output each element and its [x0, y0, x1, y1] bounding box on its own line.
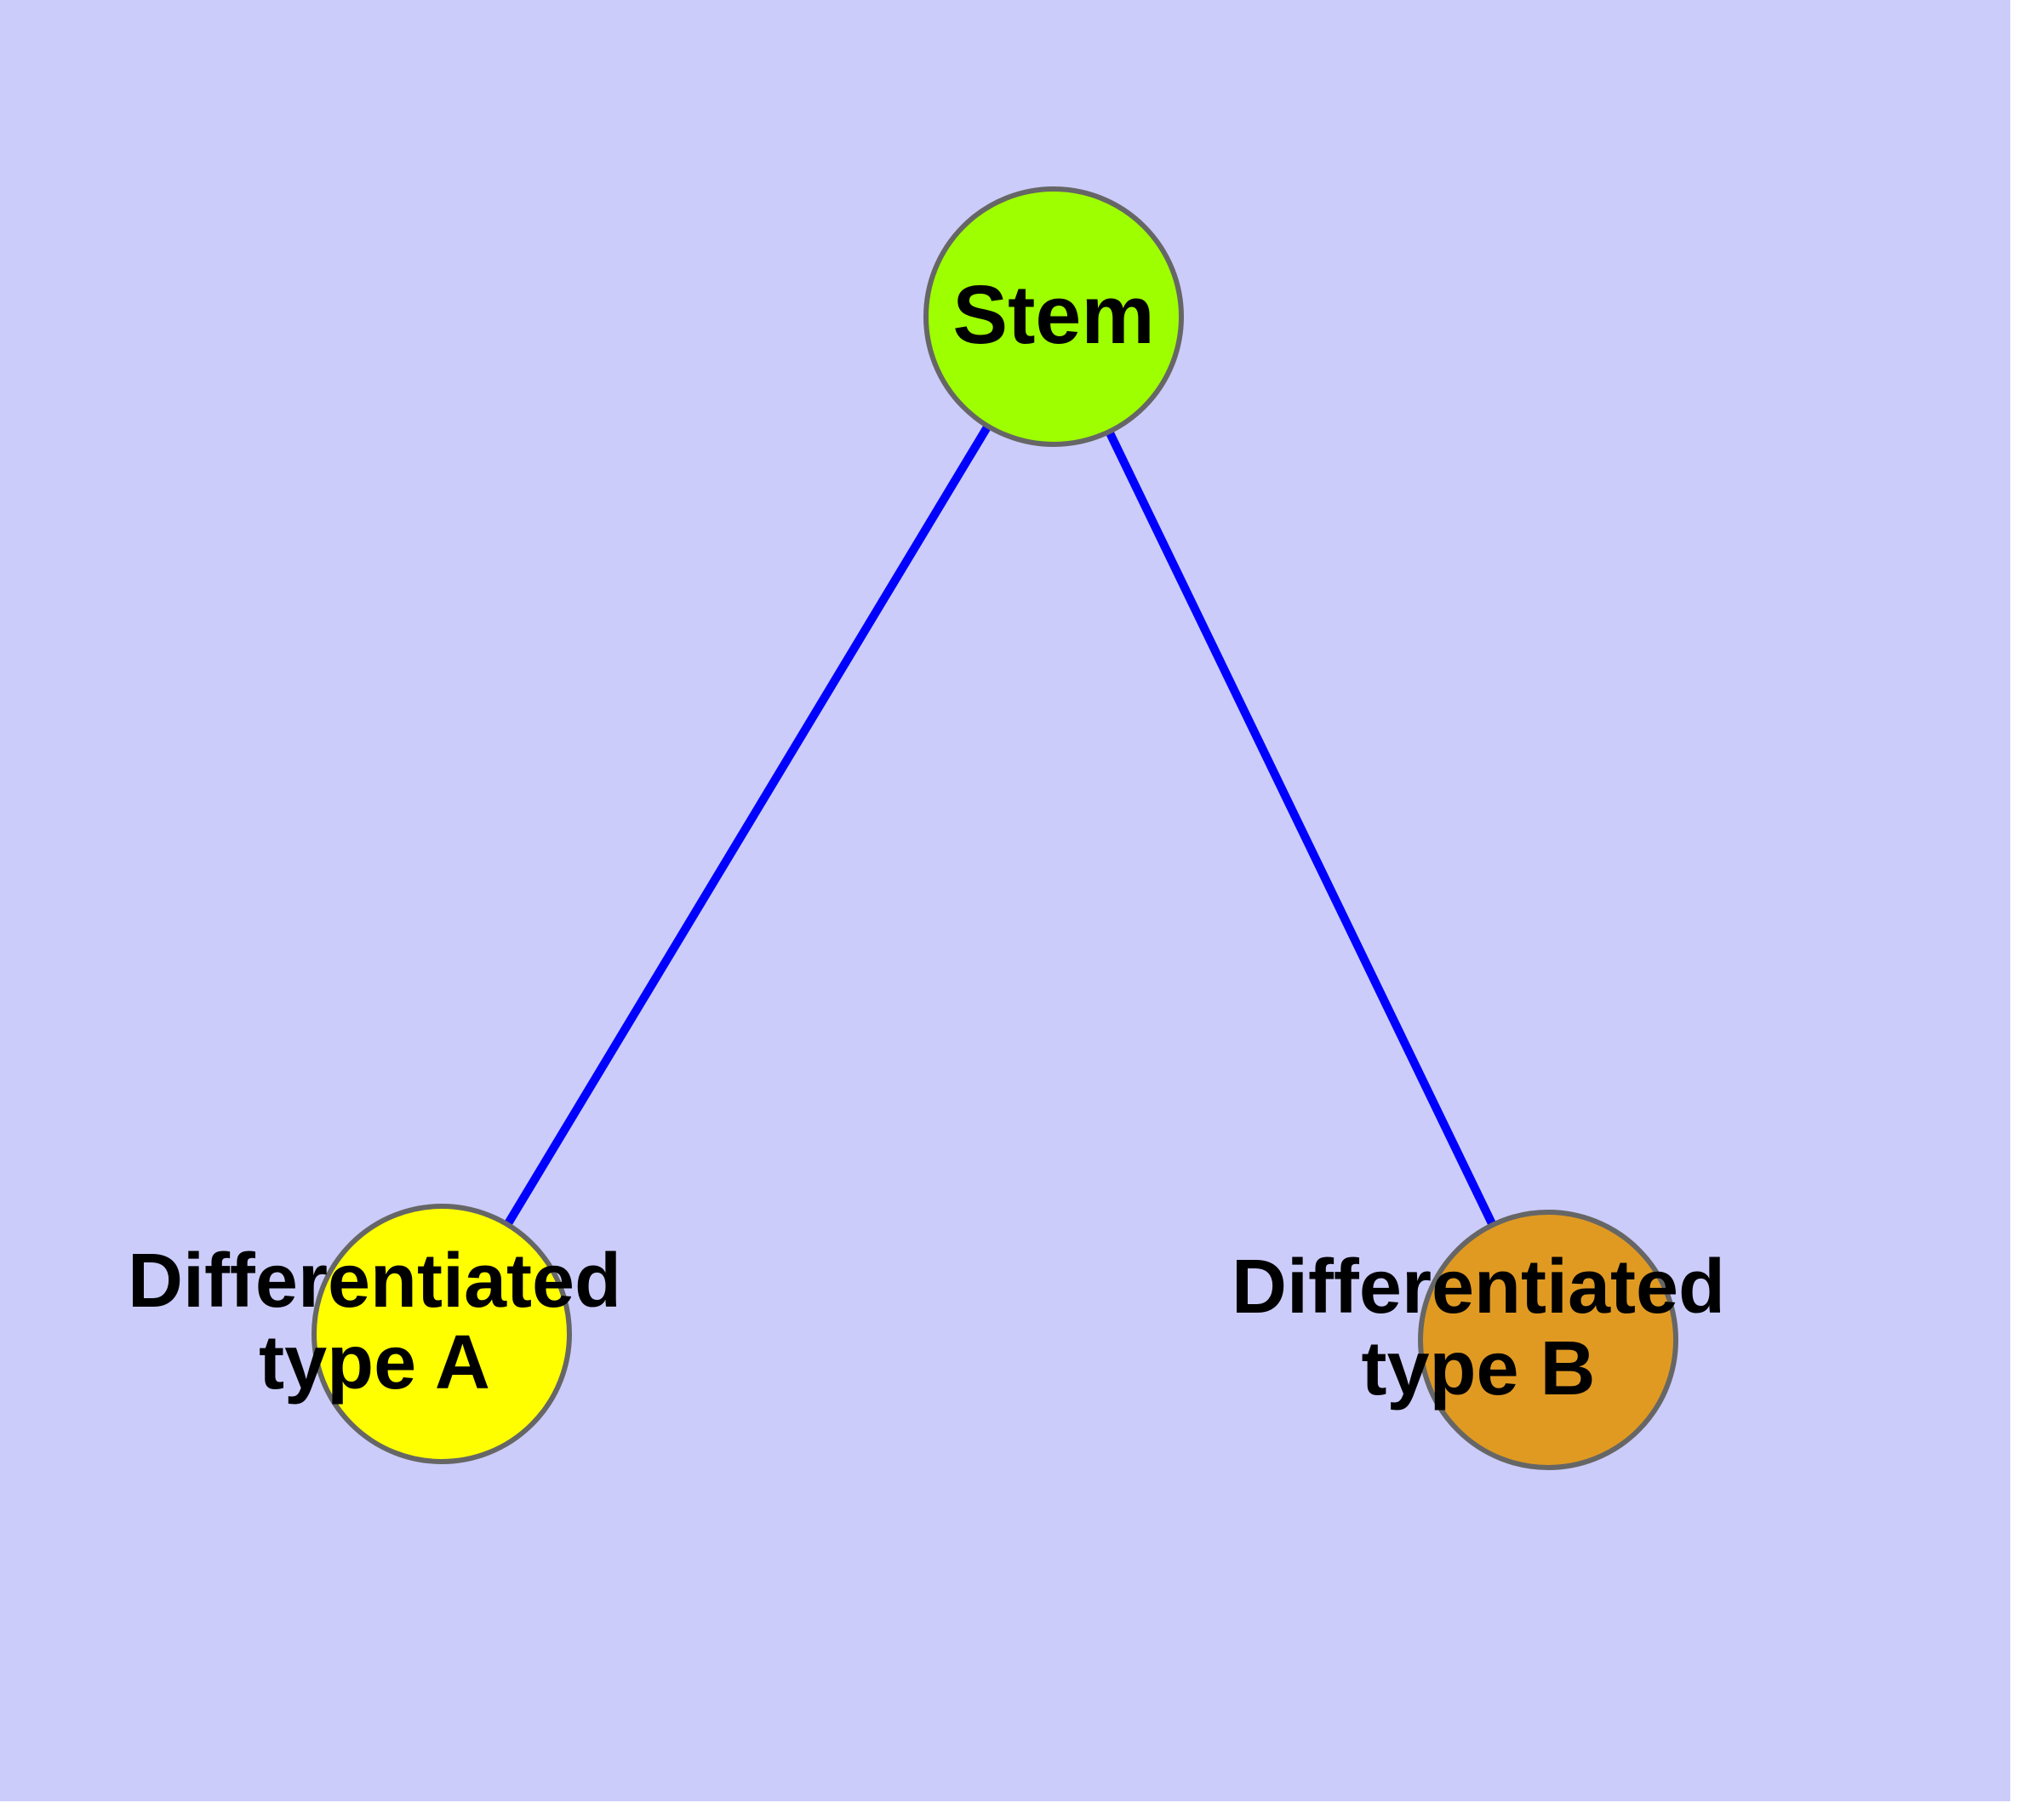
node-stem[interactable] [923, 186, 1184, 447]
edge-layer [504, 423, 1497, 1228]
node-differentiated-type-b[interactable] [1418, 1210, 1678, 1470]
edge-stem-to-differentiated-type-a[interactable] [504, 423, 992, 1228]
node-layer [311, 186, 1678, 1470]
edge-stem-to-differentiated-type-b[interactable] [1105, 429, 1497, 1228]
node-differentiated-type-a[interactable] [311, 1204, 572, 1464]
